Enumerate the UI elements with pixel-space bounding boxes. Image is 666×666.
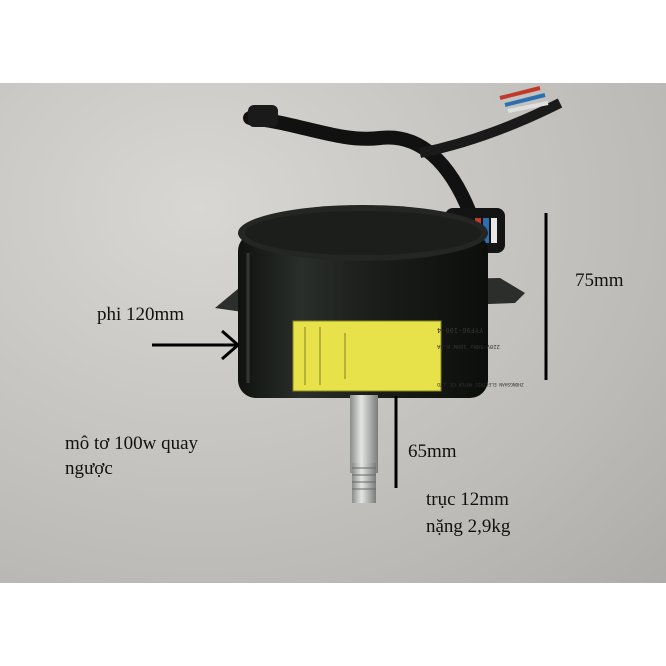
height-annotation: 75mm bbox=[575, 270, 624, 291]
product-photo: YYF96-100-4 220V~50Hz 100W 0.8A ZHONGSHA… bbox=[0, 83, 666, 583]
nameplate-model-text: YYF96-100-4 bbox=[437, 326, 483, 334]
nameplate-specs-text: 220V~50Hz 100W 0.8A bbox=[436, 343, 500, 349]
diameter-annotation: phi 120mm bbox=[97, 304, 185, 325]
motor-nameplate: YYF96-100-4 220V~50Hz 100W 0.8A ZHONGSHA… bbox=[292, 320, 524, 392]
measurement-markers bbox=[152, 213, 548, 488]
shaft-diameter-annotation: trục 12mm bbox=[426, 489, 509, 510]
description-line-1: mô tơ 100w quay bbox=[65, 433, 199, 454]
description-line-2: ngược bbox=[65, 458, 113, 479]
weight-annotation: nặng 2,9kg bbox=[426, 516, 511, 537]
motor-illustration: YYF96-100-4 220V~50Hz 100W 0.8A ZHONGSHA… bbox=[152, 86, 563, 503]
motor-shaft bbox=[350, 395, 378, 503]
shaft-length-annotation: 65mm bbox=[408, 441, 457, 462]
nameplate-maker-text: ZHONGSHAN ELECTRIC MOTOR CO.,LTD bbox=[437, 381, 524, 387]
